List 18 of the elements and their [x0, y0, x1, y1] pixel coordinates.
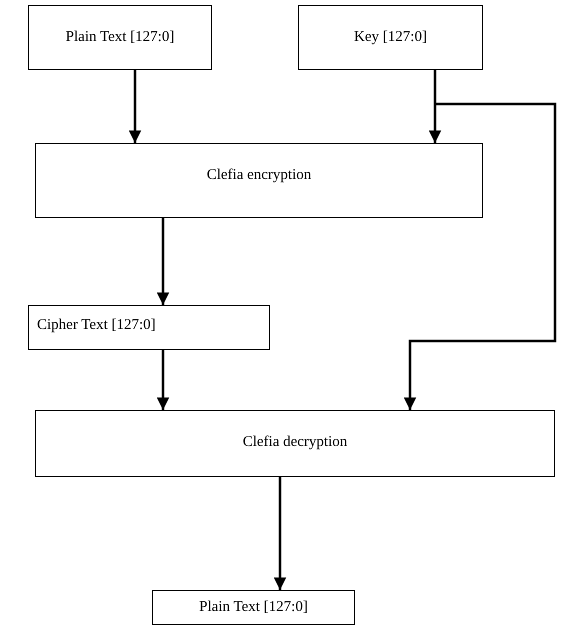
process-box	[298, 5, 483, 70]
box-label: Plain Text [127:0]	[66, 28, 174, 48]
box-label: Clefia encryption	[206, 166, 312, 185]
arrow	[156, 218, 170, 305]
arrow	[156, 350, 170, 410]
arrow	[128, 70, 142, 143]
box-label: Clefia decryption	[242, 433, 348, 452]
box-label: Cipher Text [127:0]	[37, 316, 156, 335]
box-label: Key [127:0]	[354, 28, 427, 48]
process-box	[152, 590, 355, 625]
process-box	[35, 410, 555, 477]
process-box	[28, 305, 270, 350]
box-label: Plain Text [127:0]	[199, 598, 308, 618]
arrow	[274, 477, 286, 590]
process-box	[28, 5, 212, 70]
arrow	[428, 70, 442, 143]
arrow	[404, 102, 556, 410]
process-box	[35, 143, 483, 218]
